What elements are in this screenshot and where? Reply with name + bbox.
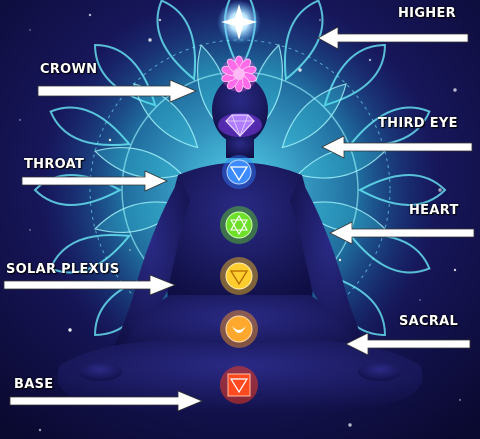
square-lotus-icon [229, 378, 249, 394]
triangle-lotus-icon [229, 166, 249, 182]
label-heart: HEART [409, 203, 459, 218]
arrow-solar-plexus [3, 274, 177, 296]
label-third-eye: THIRD EYE [378, 116, 458, 131]
label-sacral: SACRAL [399, 314, 459, 329]
sparkles [19, 13, 461, 432]
hexagram-lotus-icon [230, 214, 248, 236]
star-burst-icon [221, 4, 257, 40]
arrow-heart [329, 221, 475, 245]
arrow-third-eye [321, 135, 473, 159]
arrow-higher [317, 26, 469, 50]
arrow-sacral [345, 332, 471, 356]
crescent-lotus-icon [232, 326, 246, 333]
chakra-higher [217, 0, 261, 44]
label-base: BASE [14, 377, 54, 392]
chakra-crown [221, 55, 257, 93]
label-crown: CROWN [40, 62, 98, 77]
label-solar-plexus: SOLAR PLEXUS [6, 262, 120, 277]
label-throat: THROAT [24, 157, 85, 172]
chakra-heart [220, 206, 258, 244]
triangle-lotus-icon [229, 270, 249, 286]
arrow-crown [37, 79, 198, 103]
chakra-sacral [220, 310, 258, 348]
chakra-solar-plexus [220, 257, 258, 295]
label-higher: HIGHER [398, 6, 456, 21]
chakra-base [220, 366, 258, 404]
chakra-throat [222, 155, 256, 189]
arrow-throat [21, 170, 168, 192]
arrow-base [9, 390, 204, 412]
chakra-third-eye [218, 113, 262, 138]
gem-icon [225, 114, 255, 137]
